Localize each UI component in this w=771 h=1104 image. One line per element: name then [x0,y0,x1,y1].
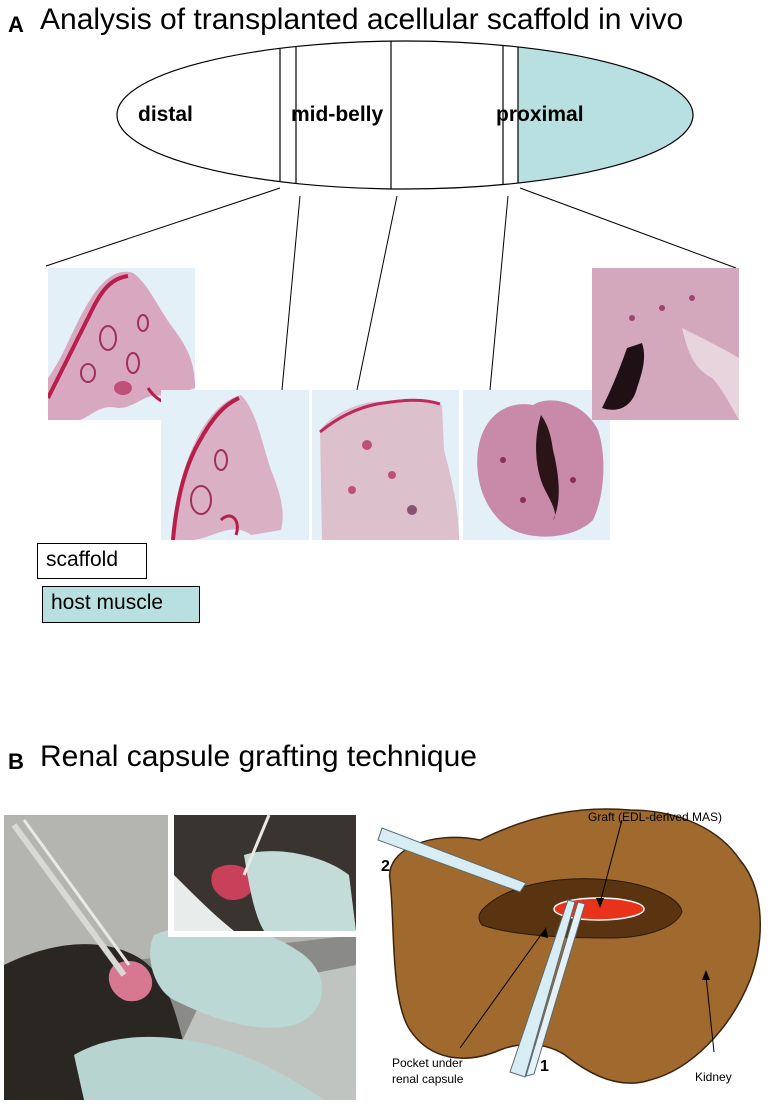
muscle-outline [116,40,694,190]
pocket-label-line1: Pocket under [392,1056,463,1070]
histology-image-mid-proximal [463,390,610,540]
panel-a-title: Analysis of transplanted acellular scaff… [40,3,684,36]
needle-2-label: 2 [381,858,390,875]
needle-2 [377,827,527,893]
section-lines [279,41,519,189]
needle-1 [509,899,576,1078]
histology-image-mid-belly [312,390,459,540]
panel-b-letter: B [8,749,24,774]
legend-host-muscle: host muscle [42,586,200,623]
kidney-diagram [377,808,761,1084]
pocket-pointer [459,931,544,1049]
kidney-shape [389,808,761,1084]
region-label-distal: distal [138,103,193,126]
region-label-proximal: proximal [496,103,584,126]
legend-scaffold: scaffold [37,543,147,579]
kidney-pointer [705,975,715,1053]
surgery-photo [4,815,356,1100]
panel-b-title: Renal capsule grafting technique [40,740,477,773]
panel-a-letter: A [8,12,24,37]
needle-1-label: 1 [540,1058,549,1075]
graft-label: Graft (EDL-derived MAS) [588,810,723,824]
histology-image-proximal [592,268,739,420]
region-label-mid-belly: mid-belly [291,103,384,126]
pocket-label-line2: renal capsule [392,1072,464,1086]
connector-lines [45,187,737,391]
kidney-label: Kidney [695,1070,732,1084]
histology-image-mid-distal [161,390,309,540]
muscle-schematic [45,40,737,391]
graft-pointer [599,819,623,904]
